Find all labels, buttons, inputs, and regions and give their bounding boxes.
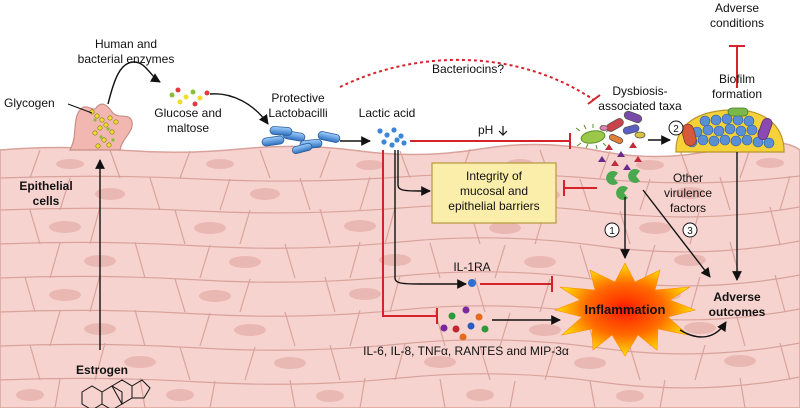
cytokine-dots <box>440 306 489 341</box>
other-virulence-label-3: factors <box>670 201 706 215</box>
adverse-conditions-label-2: conditions <box>710 16 764 30</box>
step-2-label: 2 <box>673 124 679 135</box>
glycogen-cell <box>67 103 133 151</box>
glucose-label-1: Glucose and <box>154 106 221 120</box>
glucose-maltose-dots <box>169 87 210 107</box>
cell-grid <box>0 148 800 408</box>
estrogen-label: Estrogen <box>76 363 128 377</box>
inflammation-burst <box>554 262 696 357</box>
glycogen-label: Glycogen <box>4 96 55 110</box>
dysbiosis-taxa <box>575 110 646 200</box>
activation-arrows <box>95 61 742 350</box>
human-enzymes-label-1: Human and <box>95 37 157 51</box>
integrity-label-2: mucosal and <box>460 184 528 198</box>
step-3-label: 3 <box>687 226 693 237</box>
dysbiosis-label-2: associated taxa <box>598 99 682 113</box>
adverse-conditions-label-1: Adverse <box>715 1 759 15</box>
integrity-box <box>431 162 557 224</box>
dysbiosis-label-1: Dysbiosis- <box>612 84 667 98</box>
cytokines-label: IL-6, IL-8, TNFα, RANTES and MIP-3α <box>363 344 569 358</box>
mixed-bacteria <box>599 110 646 145</box>
step-markers <box>604 120 698 238</box>
lactic-acid-label: Lactic acid <box>359 106 416 120</box>
epithelial-label-2: cells <box>33 194 60 208</box>
lactic-acid-dots <box>377 127 407 148</box>
inhibition-lines <box>339 45 745 324</box>
inflammation-label: Inflammation <box>585 302 666 317</box>
estrogen-molecule <box>81 379 151 408</box>
biofilm <box>675 107 785 153</box>
human-enzymes-label-2: bacterial enzymes <box>78 52 175 66</box>
adverse-outcomes-label-2: outcomes <box>709 305 766 319</box>
bacteriocins-label: Bacteriocins? <box>432 62 504 76</box>
ph-label: pH <box>478 123 493 137</box>
epithelial-label-1: Epithelial <box>19 179 72 193</box>
biofilm-label-1: Biofilm <box>719 72 755 86</box>
ph-down-icon <box>498 126 508 136</box>
adverse-outcomes-label-1: Adverse <box>713 290 761 304</box>
il1ra-dot <box>468 279 476 287</box>
glucose-label-2: maltose <box>167 121 209 135</box>
virulence-particles <box>598 142 642 200</box>
lactobacilli <box>261 126 341 155</box>
biofilm-label-2: formation <box>712 87 762 101</box>
other-virulence-label-2: virulence <box>664 186 712 200</box>
integrity-label-1: Integrity of <box>466 169 523 183</box>
il1ra-label: IL-1RA <box>453 260 490 274</box>
other-virulence-label-1: Other <box>673 171 703 185</box>
spiky-bacterium <box>575 124 611 150</box>
protective-label-2: Lactobacilli <box>268 106 327 120</box>
step-1-label: 1 <box>609 226 615 237</box>
protective-label-1: Protective <box>271 91 325 105</box>
integrity-label-3: epithelial barriers <box>448 199 539 213</box>
